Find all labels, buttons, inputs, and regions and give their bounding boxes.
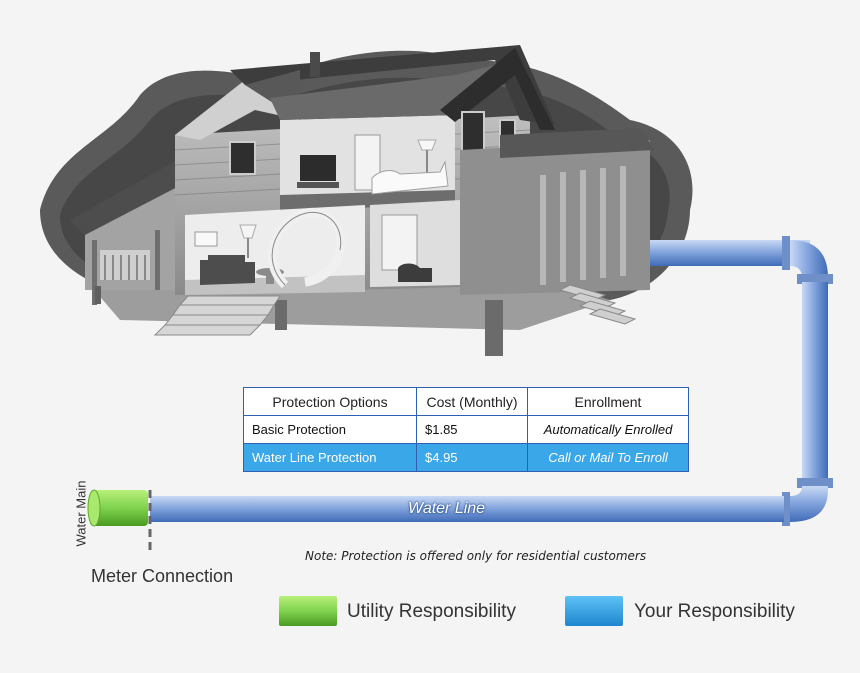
- row-option: Basic Protection: [243, 415, 417, 444]
- water-main-connector: [87, 489, 148, 527]
- table-row-highlight[interactable]: Water Line Protection $4.95 Call or Mail…: [243, 443, 689, 472]
- water-line-label: Water Line: [408, 500, 486, 517]
- legend-label-yours: Your Responsibility: [634, 601, 795, 622]
- protection-options-table: Protection Options Cost (Monthly) Enroll…: [243, 387, 689, 472]
- water-pipe: [150, 236, 833, 526]
- header-enrollment: Enrollment: [527, 387, 689, 416]
- table-row: Basic Protection $1.85 Automatically Enr…: [243, 415, 689, 444]
- row-option: Water Line Protection: [243, 443, 417, 472]
- legend-label-utility: Utility Responsibility: [347, 601, 516, 622]
- row-cost: $4.95: [416, 443, 528, 472]
- water-main-label: Water Main: [73, 480, 89, 547]
- legend-swatch-utility: [279, 596, 337, 626]
- house-illustration: [40, 45, 693, 356]
- header-protection-options: Protection Options: [243, 387, 417, 416]
- header-cost: Cost (Monthly): [416, 387, 528, 416]
- row-cost: $1.85: [416, 415, 528, 444]
- table-header-row: Protection Options Cost (Monthly) Enroll…: [243, 387, 689, 416]
- row-enrollment-link[interactable]: Call or Mail To Enroll: [527, 443, 689, 472]
- note-text: Note: Protection is offered only for res…: [305, 549, 647, 563]
- row-enrollment: Automatically Enrolled: [527, 415, 689, 444]
- meter-connection-label: Meter Connection: [91, 566, 234, 586]
- legend-swatch-yours: [565, 596, 623, 626]
